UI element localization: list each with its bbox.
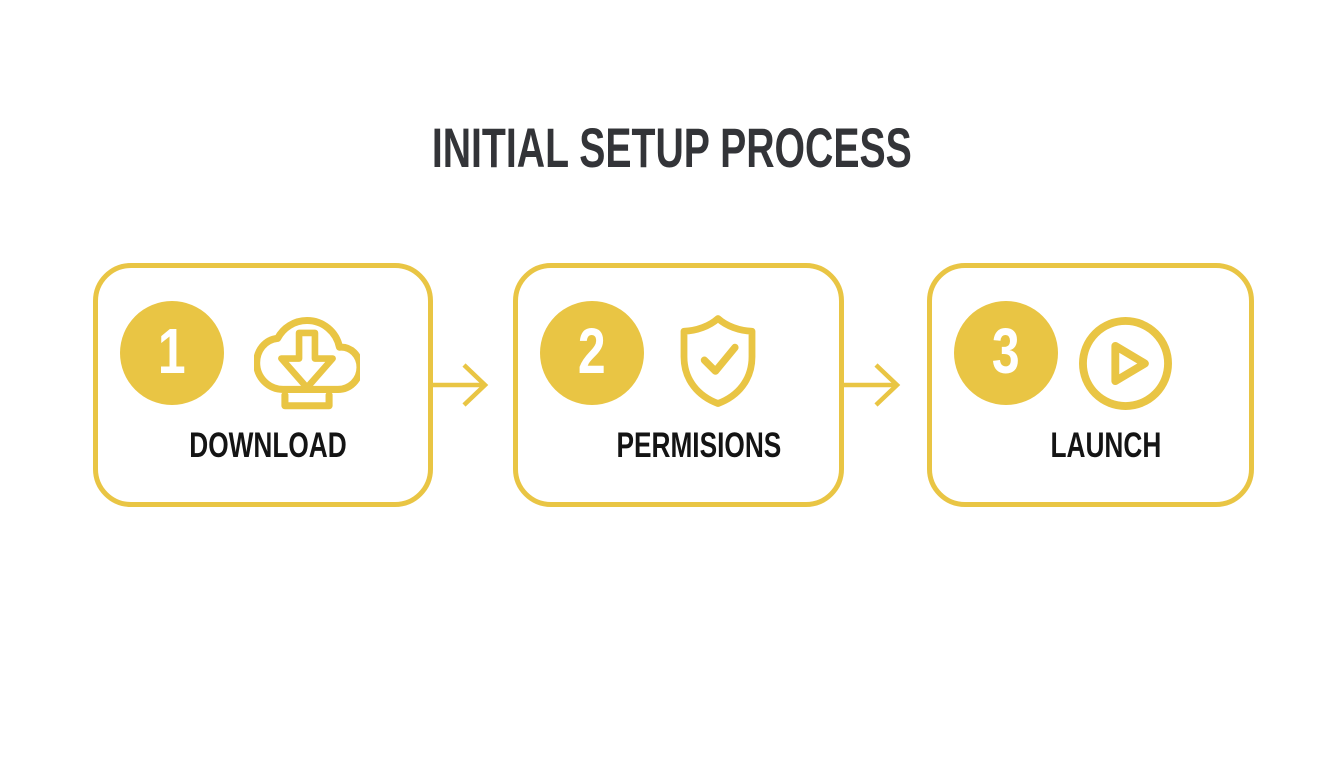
step-number-badge: 3 (954, 301, 1058, 405)
step-label: LAUNCH (1050, 426, 1161, 465)
step-label: DOWNLOAD (189, 426, 347, 465)
step-number-badge: 2 (540, 301, 644, 405)
step-number: 1 (158, 315, 186, 387)
step-label-wrap: LAUNCH (932, 428, 1249, 463)
step-card-launch: 3 LAUNCH (927, 263, 1254, 507)
shield-check-icon (667, 310, 769, 412)
step-label-wrap: PERMISIONS (518, 428, 839, 463)
step-number: 3 (992, 315, 1020, 387)
step-number: 2 (578, 315, 606, 387)
step-card-download: 1 DOWNLOAD (93, 263, 433, 507)
step-card-permisions: 2 PERMISIONS (513, 263, 844, 507)
step-label: PERMISIONS (616, 426, 781, 465)
page-title: INITIAL SETUP PROCESS (432, 116, 912, 179)
play-circle-icon (1070, 308, 1181, 419)
arrow-right-icon (842, 362, 904, 408)
arrow-right-icon (430, 362, 492, 408)
step-label-wrap: DOWNLOAD (98, 428, 428, 463)
cloud-download-icon (253, 301, 364, 416)
step-number-badge: 1 (120, 301, 224, 405)
page-title-wrap: INITIAL SETUP PROCESS (0, 120, 1344, 176)
